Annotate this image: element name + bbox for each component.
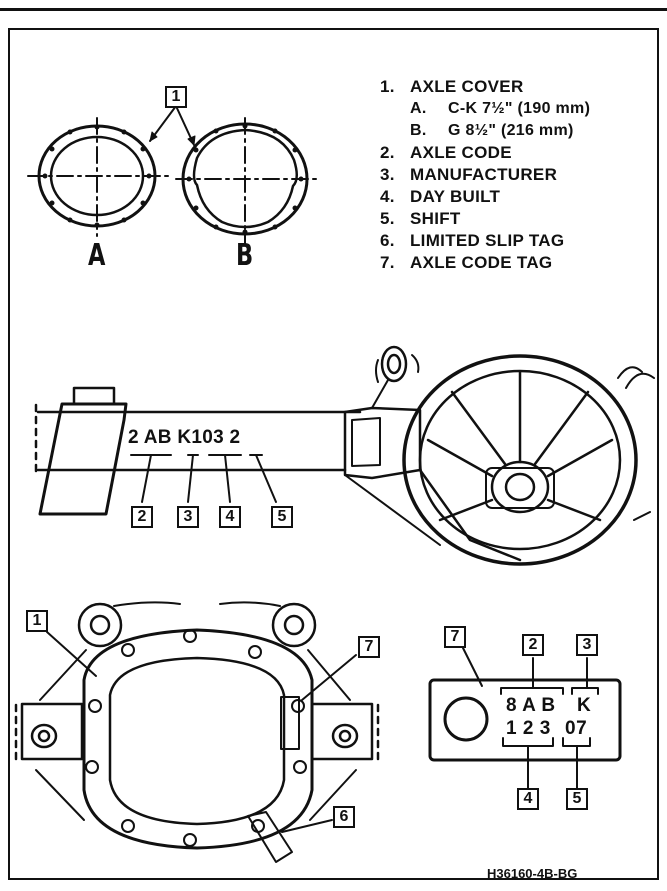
legend: 1.AXLE COVER A.C-K 7½" (190 mm) B.G 8½" …	[380, 76, 590, 274]
legend-item-1b: B.G 8½" (216 mm)	[410, 122, 574, 139]
callout-6-rear: 6	[333, 806, 355, 828]
legend-item-4: 4.DAY BUILT	[380, 187, 501, 206]
callout-4-tag: 4	[517, 788, 539, 810]
tag-axle-code: 8 A B	[506, 695, 556, 716]
cover-b-letter: B	[236, 238, 254, 273]
legend-item-6: 6.LIMITED SLIP TAG	[380, 231, 565, 250]
cover-a-letter: A	[88, 238, 106, 273]
top-rule	[0, 8, 667, 11]
figure-frame	[8, 28, 659, 880]
callout-3-tag: 3	[576, 634, 598, 656]
callout-5-code: 5	[271, 506, 293, 528]
callout-7-tag: 7	[444, 626, 466, 648]
rear-cover-drawing	[14, 601, 380, 863]
axle-code-leaders	[130, 454, 277, 503]
figure-id: H36160-4B-BG	[487, 866, 578, 881]
legend-item-1: 1.AXLE COVER	[380, 77, 524, 96]
callout-1-covers: 1	[165, 86, 187, 108]
tag-manufacturer: K	[577, 695, 592, 716]
tag-leaders	[462, 647, 588, 789]
callout-2-tag: 2	[522, 634, 544, 656]
legend-item-1a: A.C-K 7½" (190 mm)	[410, 100, 591, 117]
axle-cover-b-drawing	[175, 117, 319, 245]
axle-code-stamp: 2 AB K103 2	[128, 427, 241, 448]
cover-b-bolts	[186, 123, 304, 235]
legend-item-7: 7.AXLE CODE TAG	[380, 253, 553, 272]
legend-item-3: 3.MANUFACTURER	[380, 165, 558, 184]
legend-item-2: 2.AXLE CODE	[380, 143, 512, 162]
cover-a-bolts	[42, 124, 152, 228]
callout-2-code: 2	[131, 506, 153, 528]
axle-housing-drawing	[34, 345, 655, 566]
callout-4-code: 4	[219, 506, 241, 528]
callout-5-tag: 5	[566, 788, 588, 810]
legend-item-5: 5.SHIFT	[380, 209, 461, 228]
callout-7-rear: 7	[358, 636, 380, 658]
rear-cover-bolts	[85, 629, 307, 847]
tag-shift: 07	[565, 718, 588, 739]
tag-day-built: 1 2 3	[506, 718, 551, 739]
callout-3-code: 3	[177, 506, 199, 528]
callout-1-rear: 1	[26, 610, 48, 632]
